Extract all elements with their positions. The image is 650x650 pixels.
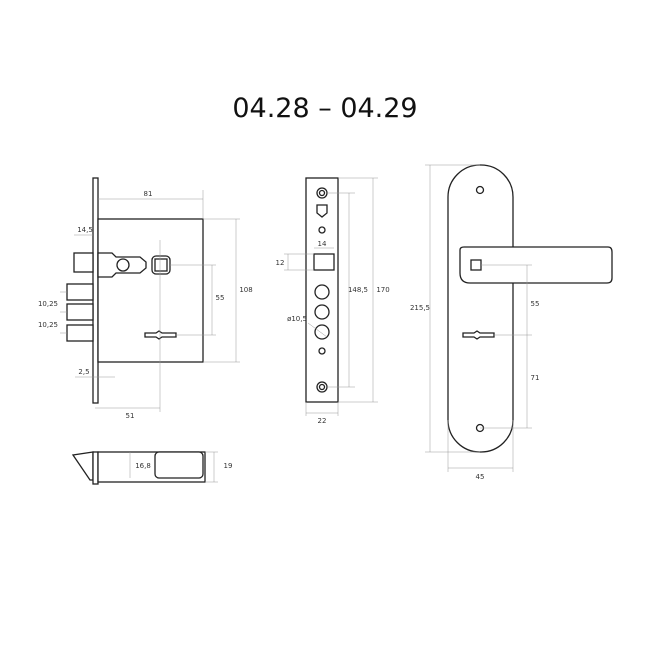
dim-bolt-spacing-1: 10,25 <box>38 300 58 308</box>
keyhole-icon <box>144 330 177 340</box>
drawing-title: 04.28 – 04.29 <box>232 93 417 124</box>
dim-width: 81 <box>144 190 153 198</box>
dead-bolt <box>66 324 94 342</box>
dim-center-distance-2: 71 <box>531 374 540 382</box>
spindle-cutout <box>313 253 335 271</box>
dim-width: 45 <box>476 473 485 481</box>
latch-bolt <box>73 252 94 273</box>
dim-spindle-height: 12 <box>276 259 285 267</box>
dim-center-distance: 55 <box>216 294 225 302</box>
spindle-square <box>470 259 482 271</box>
keyhole-icon <box>462 330 495 340</box>
lock-case <box>97 218 204 363</box>
faceplate-edge <box>92 177 99 404</box>
dim-depth: 19 <box>224 462 233 470</box>
bottom-view: 16,8 19 <box>71 451 233 485</box>
dim-bolt-width: 16,8 <box>135 462 151 470</box>
latch-tip <box>71 451 94 481</box>
handle-plate <box>447 164 514 453</box>
dim-hole-diameter: ø10,5 <box>287 315 307 323</box>
dim-length: 215,5 <box>410 304 430 312</box>
dead-bolt <box>66 303 94 321</box>
dim-height: 108 <box>239 286 252 294</box>
dim-bolt-spacing-2: 10,25 <box>38 321 58 329</box>
bolt-bottom <box>154 451 204 479</box>
dim-spindle-width: 14 <box>318 240 327 248</box>
faceplate-view: 14 12 ø10,5 148,5 170 22 <box>276 177 390 425</box>
dead-bolt <box>66 283 94 301</box>
dim-backset-offset: 14,5 <box>77 226 93 234</box>
dim-screw-distance: 148,5 <box>348 286 368 294</box>
handle-view: 55 71 215,5 45 <box>410 164 613 481</box>
dim-width: 22 <box>318 417 327 425</box>
latch-hole <box>116 258 130 272</box>
faceplate-bottom <box>92 451 99 485</box>
dim-length: 170 <box>376 286 389 294</box>
dim-faceplate-thickness: 2,5 <box>78 368 89 376</box>
brand-logo-icon <box>316 204 328 218</box>
handle-lever <box>459 246 613 284</box>
lock-body-view: 81 14,5 55 108 10,25 10,25 2,5 51 <box>38 177 253 420</box>
spindle-square <box>154 258 168 272</box>
dim-center-distance-1: 55 <box>531 300 540 308</box>
dim-backset: 51 <box>126 412 135 420</box>
